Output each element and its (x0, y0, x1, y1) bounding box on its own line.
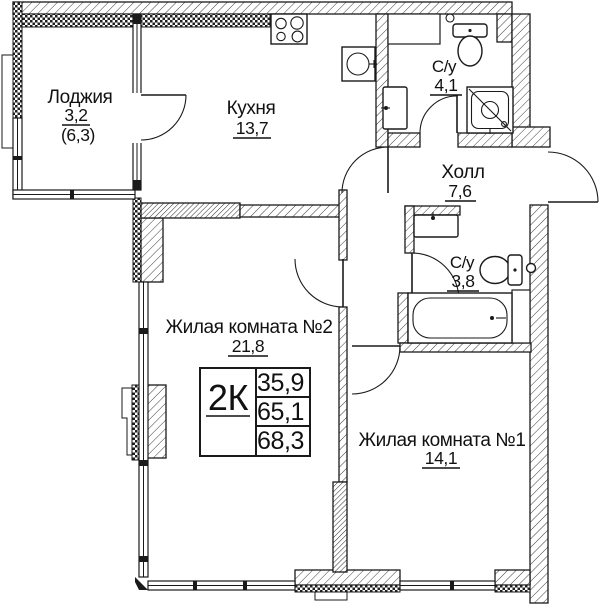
apartment-type: 2К (208, 377, 249, 418)
balcony-door-opening (132, 93, 142, 143)
room-bathroom-bottom-label: С/у 3,8 (447, 253, 479, 292)
bathroom-bottom-name: С/у (450, 253, 475, 272)
toilet-top-icon (445, 13, 488, 67)
kitchen-area: 13,7 (236, 118, 268, 138)
interior-walls (140, 13, 532, 573)
room-living2-label: Жилая комната №2 21,8 (165, 317, 333, 357)
bathroom-top-area: 4,1 (434, 75, 457, 95)
washbasin-bottom-icon (413, 212, 459, 238)
room-hall-label: Холл 7,6 (441, 162, 485, 202)
hall-area: 7,6 (448, 181, 471, 201)
fixtures (270, 13, 537, 344)
loggia-name: Лоджия (48, 87, 113, 108)
living1-area: 14,1 (425, 448, 457, 468)
toilet-bottom-icon (479, 254, 537, 286)
doors (132, 93, 599, 395)
room-bathroom-top-label: С/у 4,1 (430, 57, 462, 96)
stove-icon (270, 13, 308, 45)
loggia-area-total: (6,3) (61, 125, 95, 145)
living2-name: Жилая комната №2 (165, 317, 332, 338)
area-total: 68,3 (257, 427, 304, 455)
kitchen-name: Кухня (227, 98, 276, 119)
living2-area: 21,8 (232, 336, 264, 356)
area-apartment: 65,1 (257, 398, 304, 426)
living1-name: Жилая комната №1 (358, 430, 525, 451)
loggia-area: 3,2 (64, 105, 87, 125)
exterior-walls (1, 1, 551, 604)
hall-name: Холл (441, 162, 484, 183)
bathroom-bottom-area: 3,8 (451, 271, 474, 291)
kitchen-sink-icon (341, 46, 377, 82)
room-kitchen-label: Кухня 13,7 (227, 98, 276, 139)
room-living1-label: Жилая комната №1 14,1 (358, 430, 526, 469)
room-loggia-label: Лоджия 3,2 (6,3) (48, 87, 113, 145)
shower-icon (466, 86, 514, 134)
bathtub-icon (407, 292, 513, 344)
area-living: 35,9 (257, 369, 304, 397)
washbasin-top-icon (381, 86, 408, 130)
room-labels: Лоджия 3,2 (6,3) Кухня 13,7 С/у 4,1 Холл… (48, 57, 526, 469)
bathroom-top-name: С/у (432, 57, 457, 76)
apartment-info-table: 2К 35,9 65,1 68,3 (199, 367, 311, 457)
